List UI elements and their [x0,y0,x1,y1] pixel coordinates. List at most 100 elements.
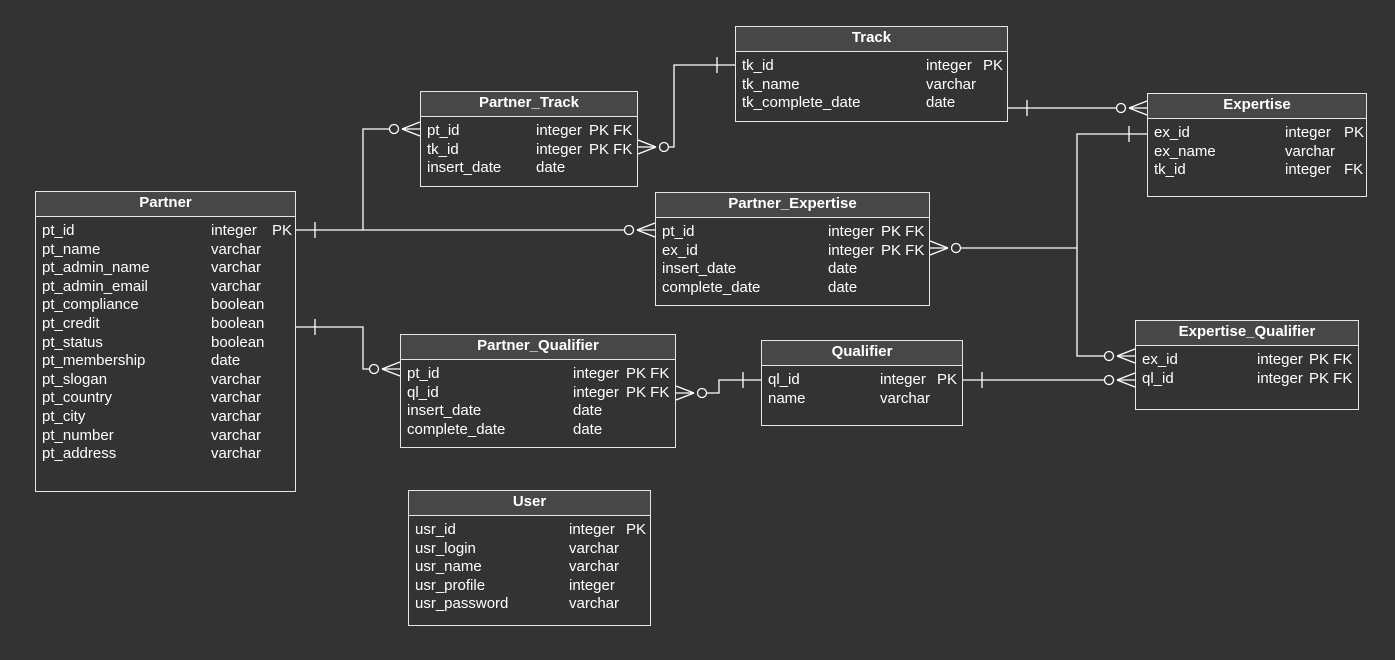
column-key: PK [1344,124,1365,141]
column-name: tk_id [1154,161,1186,179]
column-row: ex_id integer PK FK [656,241,929,260]
column-name: usr_name [415,558,482,576]
column-type: date [211,352,241,370]
column-type: varchar [211,445,262,463]
column-name: ex_id [1154,124,1190,141]
zero-marker [1115,102,1127,114]
column-type: integer [880,371,926,388]
column-key: PK FK [881,223,925,240]
column-name: pt_name [42,240,101,258]
entity-title: Expertise_Qualifier [1136,321,1358,346]
column-key: PK FK [1309,351,1353,368]
column-name: pt_address [42,445,117,463]
column-type: integer [828,241,874,259]
entity-title: Partner_Qualifier [401,335,675,360]
crow-foot-line [675,385,695,394]
column-type: integer [573,365,619,382]
crow-foot-line [637,146,657,155]
column-name: complete_date [662,278,761,296]
column-key: PK FK [881,241,925,259]
rel-qualifier-partner-qualifier [699,379,761,394]
crow-foot-line [929,240,949,249]
crow-foot-line [675,392,695,401]
column-type: integer [1257,351,1303,368]
column-key: PK [626,521,647,538]
crow-foot-line [929,247,949,256]
zero-marker [658,141,670,153]
crow-foot-line [401,121,421,130]
column-name: pt_membership [42,352,146,370]
column-name: insert_date [662,260,737,278]
column-key: PK [272,222,293,239]
column-type: integer [1285,161,1331,179]
column-type: varchar [211,240,262,258]
column-type: varchar [211,259,262,277]
column-name: pt_id [42,222,75,239]
column-row: pt_name varchar [36,240,295,259]
column-name: pt_credit [42,315,100,332]
entity-title: Qualifier [762,341,962,366]
entity-title: User [409,491,650,516]
entity-title: Partner [36,192,295,217]
zero-marker [696,387,708,399]
column-key: PK FK [626,383,670,401]
column-name: pt_city [42,408,86,425]
column-name: ex_id [662,241,698,259]
column-type: varchar [211,389,262,407]
rel-partner-partner-qualifier [296,326,376,370]
column-row: pt_membership date [36,351,295,370]
zero-marker [950,242,962,254]
entity-title: Expertise [1148,94,1366,119]
column-key: FK [1344,161,1364,179]
column-type: integer [569,576,615,594]
column-type: date [536,159,566,177]
column-name: pt_id [427,122,460,139]
column-type: boolean [211,296,265,314]
column-name: ql_id [1142,369,1174,387]
column-type: integer [573,383,619,401]
column-name: usr_password [415,595,509,613]
zero-marker [388,123,400,135]
column-name: usr_id [415,521,456,538]
crow-foot-line [636,229,656,238]
zero-marker [623,224,635,236]
column-key: PK [937,371,958,388]
rel-partner-partner-track [362,128,396,230]
zero-marker [368,363,380,375]
column-type: integer [926,57,972,74]
crow-foot-line [1116,355,1136,364]
column-type: date [573,402,603,420]
column-name: tk_name [742,75,800,93]
